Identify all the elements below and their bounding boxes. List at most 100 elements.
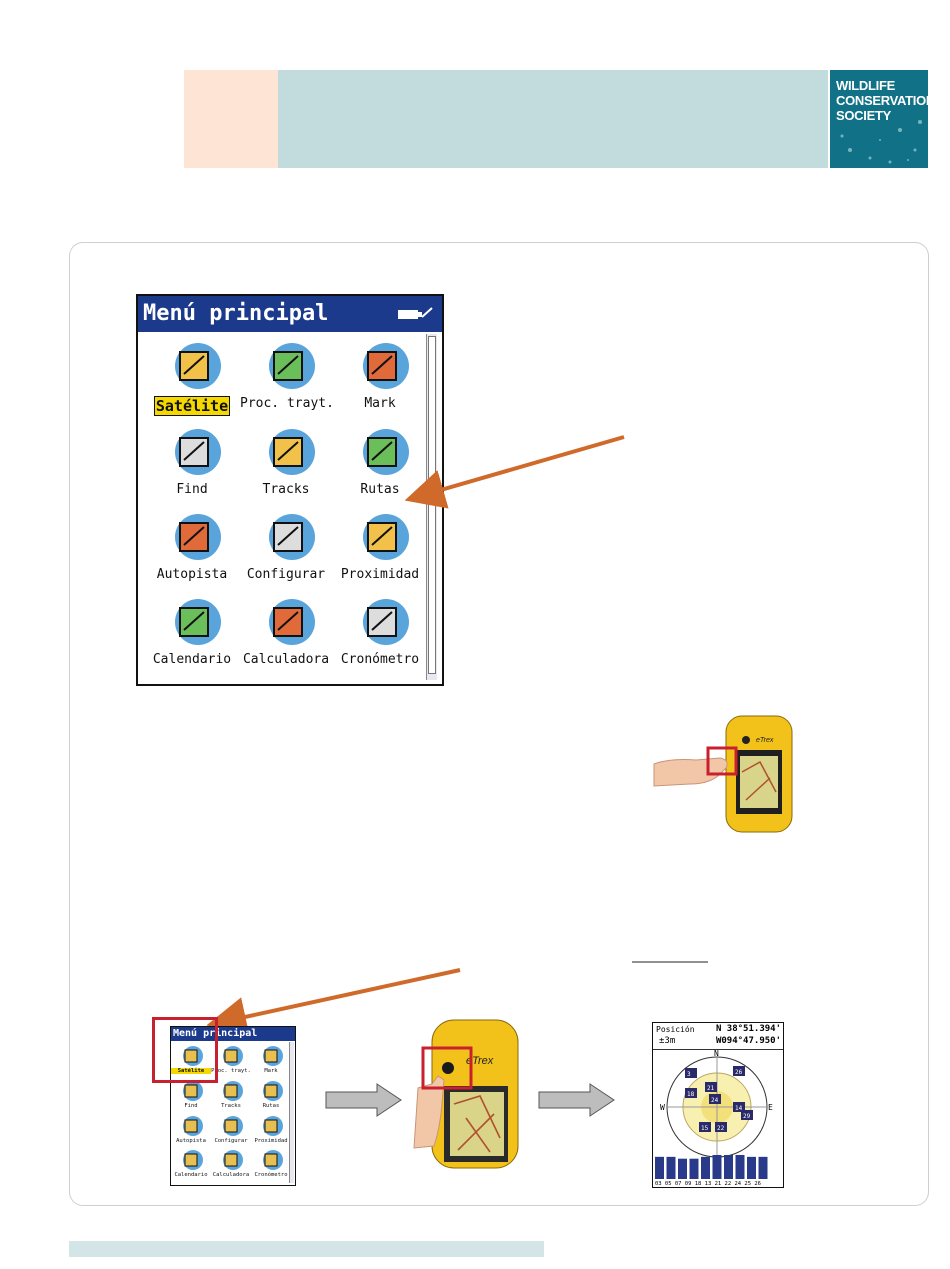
header-banner [278,70,828,168]
small-menu-item-label: Find [184,1103,198,1109]
small-menu-item-label: Configurar [214,1138,248,1144]
small-menu-icon [261,1149,283,1171]
find-icon [170,426,222,478]
small-menu-icon [261,1045,283,1067]
small-menu-icon [221,1045,243,1067]
small-menu-item-label: Proc. trayt. [211,1068,251,1074]
logo-line-2: CONSERVATION [836,93,928,108]
small-menu-item[interactable]: Calendario [171,1149,211,1183]
menu-item-mark[interactable]: Mark [334,340,426,420]
signal-bar [655,1156,664,1179]
signal-bar [689,1158,699,1179]
small-menu-item[interactable]: Cronómetro [251,1149,291,1183]
small-menu-item-label: Calendario [174,1172,208,1178]
small-menu-item-label: Calculadora [212,1172,250,1178]
small-menu-icon [261,1115,283,1137]
satellite-marker: 3 [685,1068,697,1078]
small-menu-item[interactable]: Find [171,1080,211,1114]
svg-text:14: 14 [735,1105,743,1112]
menu-item-label: Configurar [246,567,326,582]
menu-item-configurar[interactable]: Configurar [240,511,332,591]
svg-text:24: 24 [711,1097,719,1104]
flow-arrow-2 [538,1082,616,1118]
highway-icon [170,511,222,563]
satellite-marker: 29 [741,1110,753,1120]
svg-text:3: 3 [687,1071,691,1078]
menu-item-proximidad[interactable]: Proximidad [334,511,426,591]
small-menu-item[interactable]: Calculadora [211,1149,251,1183]
small-menu-item[interactable]: Mark [251,1045,291,1079]
signal-bar [701,1156,710,1179]
logo-line-3: SOCIETY [836,108,891,123]
small-menu-item-label: Rutas [262,1103,280,1109]
routes-icon [358,426,410,478]
small-menu-item-label: Tracks [221,1103,241,1109]
menu-item-proc-trayt-[interactable]: Proc. trayt. [240,340,334,420]
menu-item-label: Proc. trayt. [240,396,334,411]
small-menu-item-label: Proximidad [254,1138,288,1144]
menu-item-rutas[interactable]: Rutas [334,426,426,506]
satellite-marker: 26 [733,1066,745,1076]
signal-bar [735,1155,745,1179]
compass-e: E [768,1103,773,1112]
satellite-marker: 14 [733,1102,745,1112]
satellite-marker: 24 [709,1094,721,1104]
menu-item-calendario[interactable]: Calendario [146,596,238,676]
signal-bar [666,1156,676,1179]
settings-icon [264,511,316,563]
content-panel [69,242,929,1206]
accuracy-value: ±3m [659,1036,676,1046]
calendar-icon [170,596,222,648]
satellite-icon [170,340,222,392]
small-menu-icon [181,1080,203,1102]
small-menu-icon [221,1115,243,1137]
gps-brand-large: eTrex [466,1055,494,1067]
signal-bar [758,1156,768,1179]
gps-press-button-photo: eTrex [410,1018,520,1170]
position-label: Posición [656,1025,695,1034]
svg-text:21: 21 [707,1085,715,1092]
small-menu-item[interactable]: Rutas [251,1080,291,1114]
small-menu-item[interactable]: Satélite [171,1045,211,1079]
small-menu-item[interactable]: Proximidad [251,1115,291,1149]
menu-item-label: Calendario [152,652,232,667]
satellite-screen: Posición ±3m N 38°51.394' W094°47.950' N… [652,1022,784,1188]
svg-text:29: 29 [743,1113,751,1120]
menu-item-cron-metro[interactable]: Cronómetro [334,596,426,676]
longitude-value: W094°47.950' [715,1036,781,1046]
wcs-logo: WILDLIFE CONSERVATION SOCIETY [830,70,928,168]
small-menu-item[interactable]: Configurar [211,1115,251,1149]
small-menu-icon [181,1149,203,1171]
small-menu-icon [181,1115,203,1137]
satellite-highlight-box [152,1017,218,1083]
small-menu-item[interactable]: Tracks [211,1080,251,1114]
compass-w: W [660,1103,665,1112]
bar-labels: 03 05 07 09 18 13 21 22 24 25 26 [655,1181,761,1187]
trip-computer-icon [264,340,316,392]
main-menu-title: Menú principal [138,296,442,332]
flow-arrow-1 [325,1082,403,1118]
small-menu-item-label: Cronómetro [254,1172,288,1178]
menu-item-calculadora[interactable]: Calculadora [240,596,332,676]
menu-item-sat-lite[interactable]: Satélite [146,340,238,420]
header-accent-block [184,70,278,168]
menu-item-autopista[interactable]: Autopista [146,511,238,591]
satellite-marker: 15 [699,1122,711,1132]
small-menu-icon [221,1149,243,1171]
small-menu-item[interactable]: Autopista [171,1115,211,1149]
tracks-icon [264,426,316,478]
small-menu-item-label: Satélite [171,1068,211,1074]
signal-bar [712,1155,722,1179]
battery-icon [396,305,434,323]
menu-item-label: Mark [364,396,396,411]
menu-item-label: Cronómetro [340,652,420,667]
menu-item-tracks[interactable]: Tracks [240,426,332,506]
menu-item-find[interactable]: Find [146,426,238,506]
satellite-marker: 18 [685,1088,697,1098]
gps-brand-small: eTrex [756,737,774,744]
menu-item-label: Rutas [360,482,400,497]
small-menu-item[interactable]: Proc. trayt. [211,1045,251,1079]
